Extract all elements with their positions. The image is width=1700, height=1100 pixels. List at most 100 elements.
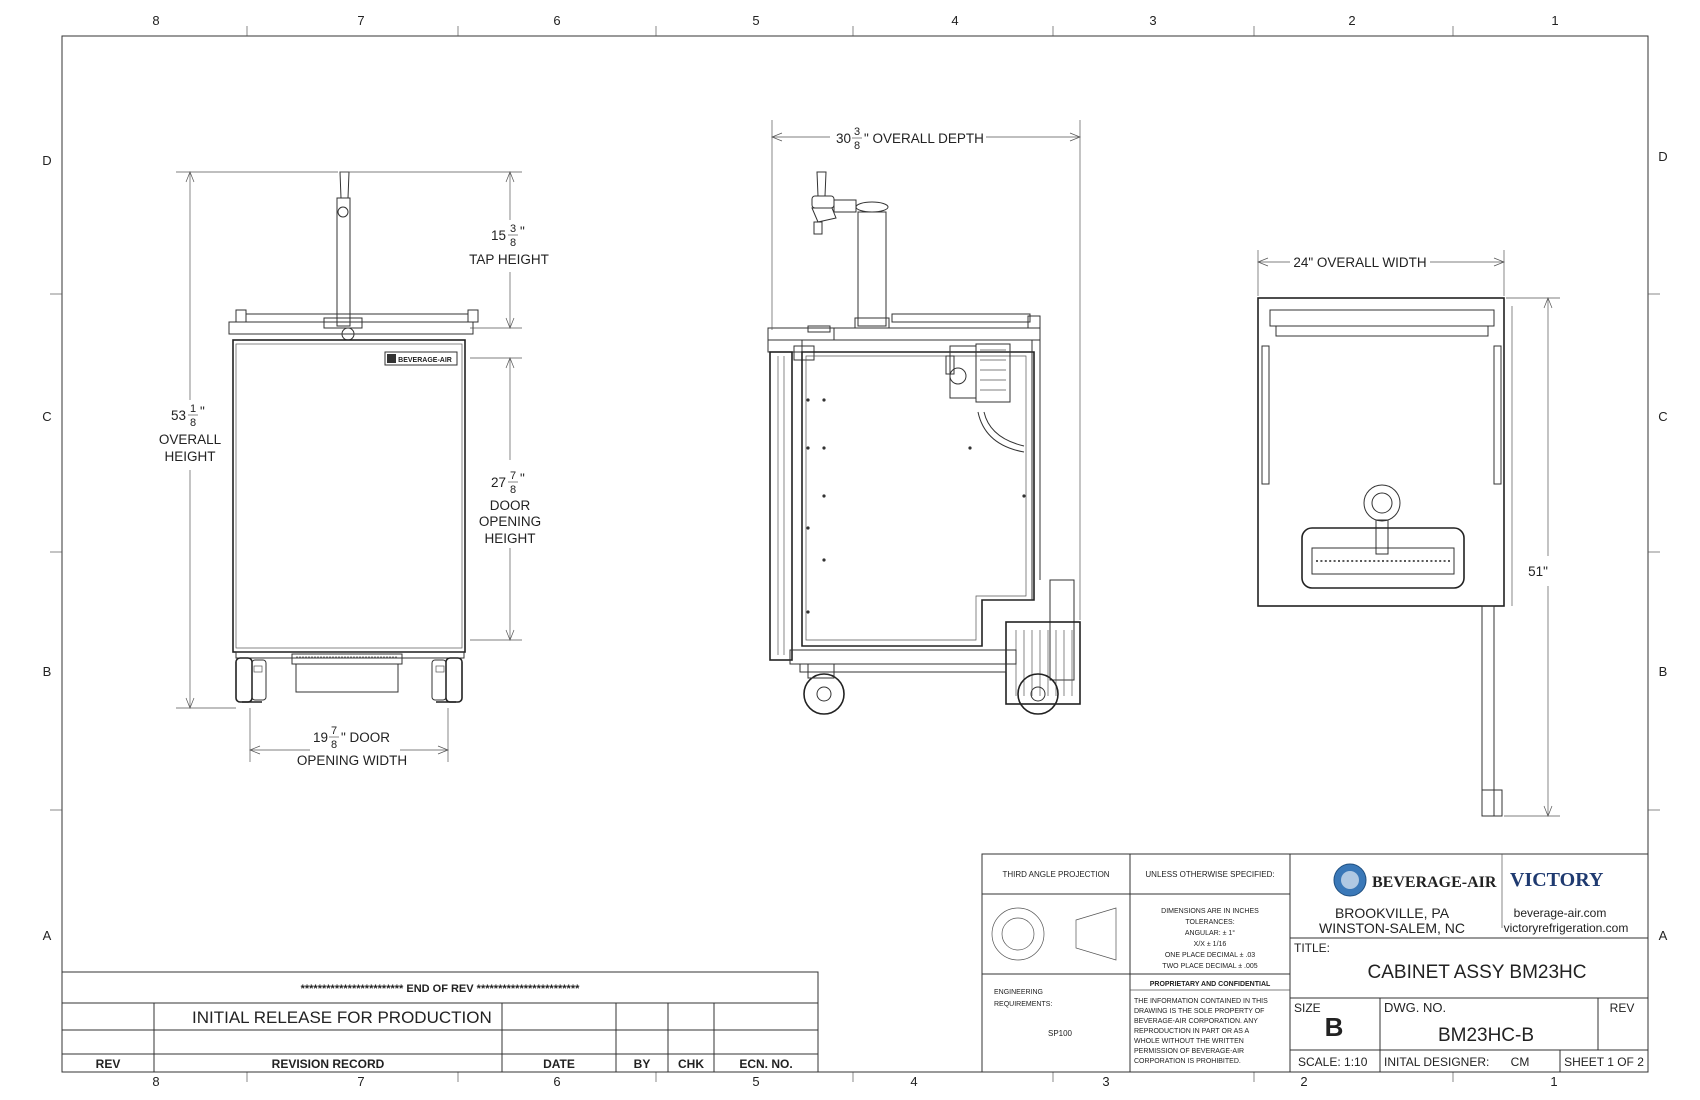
grid-labels: 8 7 6 5 4 3 2 1 8 7 6 5 4 3 2 1 D C B A … <box>42 13 1667 1089</box>
door-width-whole: 19 <box>313 730 328 745</box>
overall-depth-num: 3 <box>854 126 860 138</box>
front-badge: BEVERAGE-AIR <box>398 357 452 364</box>
beverage-air-logo: BEVERAGE-AIR <box>1333 863 1497 897</box>
top-view: 24" OVERALL WIDTH 51" <box>1257 250 1560 817</box>
grid-right-B: B <box>1659 664 1668 679</box>
drawing-title: CABINET ASSY BM23HC <box>1368 962 1587 983</box>
rev-label: REV <box>1610 1001 1635 1015</box>
overall-depth-dim: 30 3 8 " OVERALL DEPTH <box>836 126 984 152</box>
grid-right-A: A <box>1659 928 1668 943</box>
overall-height-whole: 53 <box>171 408 186 423</box>
tap-height-unit: " <box>520 224 525 239</box>
overall-height-dim: 53 1 8 " OVERALL HEIGHT <box>159 403 222 464</box>
grid-top-7: 7 <box>357 13 364 28</box>
dwg-label: DWG. NO. <box>1384 1000 1446 1015</box>
rev-header-date: DATE <box>543 1057 575 1071</box>
tap-height-dim: 15 3 8 " TAP HEIGHT <box>469 223 549 267</box>
revision-block: ************************ END OF REV ****… <box>61 971 819 1073</box>
overall-height-unit: " <box>200 404 205 419</box>
door-height-den: 8 <box>510 484 516 496</box>
grid-top-1: 1 <box>1551 13 1558 28</box>
tolerance-line: DIMENSIONS ARE IN INCHES <box>1161 908 1259 915</box>
door-height-label3: HEIGHT <box>484 531 535 546</box>
door-height-dim: 27 7 8 " DOOR OPENING HEIGHT <box>479 470 541 546</box>
projection-label: THIRD ANGLE PROJECTION <box>1002 870 1109 879</box>
brand-beverage-air: BEVERAGE-AIR <box>1372 874 1497 891</box>
grid-top-4: 4 <box>951 13 958 28</box>
size-value: B <box>1325 1012 1344 1042</box>
grid-left-A: A <box>43 928 52 943</box>
tap-height-label: TAP HEIGHT <box>469 252 549 267</box>
door-width-unit: " DOOR <box>341 730 390 745</box>
grid-bottom-6: 6 <box>553 1074 560 1089</box>
grid-top-5: 5 <box>752 13 759 28</box>
grid-left-B: B <box>43 664 52 679</box>
overall-height-label1: OVERALL <box>159 432 222 447</box>
designer-label: INITAL DESIGNER: <box>1384 1055 1489 1069</box>
grid-bottom-8: 8 <box>152 1074 159 1089</box>
grid-bottom-5: 5 <box>752 1074 759 1089</box>
rev-header-ecn: ECN. NO. <box>739 1057 792 1071</box>
projection-symbol <box>991 907 1117 961</box>
tolerance-line: X/X ± 1/16 <box>1194 941 1227 948</box>
grid-right-C: C <box>1658 409 1667 424</box>
tap-height-num: 3 <box>510 223 516 235</box>
dwg-number: BM23HC-B <box>1438 1025 1534 1046</box>
side-view: 30 3 8 " OVERALL DEPTH <box>767 120 1081 715</box>
overall-depth-whole: 30 <box>836 131 851 146</box>
city-brookville: BROOKVILLE, PA <box>1335 905 1450 921</box>
grid-bottom-2: 2 <box>1300 1074 1307 1089</box>
proprietary-text: THE INFORMATION CONTAINED IN THIS DRAWIN… <box>1134 998 1268 1065</box>
tolerance-line: TOLERANCES: <box>1185 919 1234 926</box>
overall-depth-unit: " OVERALL DEPTH <box>864 131 984 146</box>
front-view: BEVERAGE-AIR 53 1 8 " <box>159 171 549 768</box>
title-label: TITLE: <box>1294 941 1330 955</box>
grid-top-8: 8 <box>152 13 159 28</box>
tolerance-line: ONE PLACE DECIMAL ± .03 <box>1165 952 1255 959</box>
proprietary-line: REPRODUCTION IN PART OR AS A <box>1134 1028 1249 1035</box>
depth-with-door-label: 51" <box>1528 564 1548 579</box>
rev-header-chk: CHK <box>678 1057 704 1071</box>
door-width-label2: OPENING WIDTH <box>297 753 407 768</box>
tolerance-line: ANGULAR: ± 1° <box>1185 929 1235 937</box>
door-width-num: 7 <box>331 725 337 737</box>
city-winston: WINSTON-SALEM, NC <box>1319 920 1465 936</box>
engineering-label2: REQUIREMENTS: <box>994 1001 1052 1008</box>
tolerance-line: TWO PLACE DECIMAL ± .005 <box>1162 963 1257 970</box>
unless-label: UNLESS OTHERWISE SPECIFIED: <box>1145 870 1274 879</box>
proprietary-title: PROPRIETARY AND CONFIDENTIAL <box>1150 981 1271 988</box>
scale: SCALE: 1:10 <box>1298 1055 1368 1069</box>
overall-height-num: 1 <box>190 403 196 415</box>
end-of-rev-banner: ************************ END OF REV ****… <box>301 983 581 995</box>
engineering-label1: ENGINEERING <box>994 989 1043 996</box>
door-height-label1: DOOR <box>490 498 531 513</box>
overall-height-label2: HEIGHT <box>164 449 215 464</box>
web-beverage-air: beverage-air.com <box>1514 906 1607 920</box>
door-height-unit: " <box>520 471 525 486</box>
rev-row-record: INITIAL RELEASE FOR PRODUCTION <box>192 1008 492 1027</box>
proprietary-line: WHOLE WITHOUT THE WRITTEN <box>1134 1038 1244 1045</box>
engineering-value: SP100 <box>1048 1029 1073 1038</box>
size-label: SIZE <box>1294 1001 1321 1015</box>
door-height-num: 7 <box>510 470 516 482</box>
front-caster-right <box>431 657 463 703</box>
designer-value: CM <box>1511 1055 1530 1069</box>
door-height-label2: OPENING <box>479 514 541 529</box>
proprietary-line: DRAWING IS THE SOLE PROPERTY OF <box>1134 1008 1264 1015</box>
grid-top-2: 2 <box>1348 13 1355 28</box>
overall-height-den: 8 <box>190 417 196 429</box>
sheet-number: SHEET 1 OF 2 <box>1564 1055 1644 1069</box>
front-caster-left <box>235 657 267 703</box>
tap-height-den: 8 <box>510 237 516 249</box>
grid-left-C: C <box>42 409 51 424</box>
proprietary-line: PERMISSION OF BEVERAGE-AIR <box>1134 1048 1244 1055</box>
grid-top-3: 3 <box>1149 13 1156 28</box>
door-width-den: 8 <box>331 739 337 751</box>
grid-right-D: D <box>1658 149 1667 164</box>
web-victory: victoryrefrigeration.com <box>1504 921 1629 935</box>
grid-bottom-4: 4 <box>910 1074 917 1089</box>
tap-height-whole: 15 <box>491 228 506 243</box>
door-width-dim: 19 7 8 " DOOR OPENING WIDTH <box>297 725 407 768</box>
border <box>50 26 1660 1082</box>
